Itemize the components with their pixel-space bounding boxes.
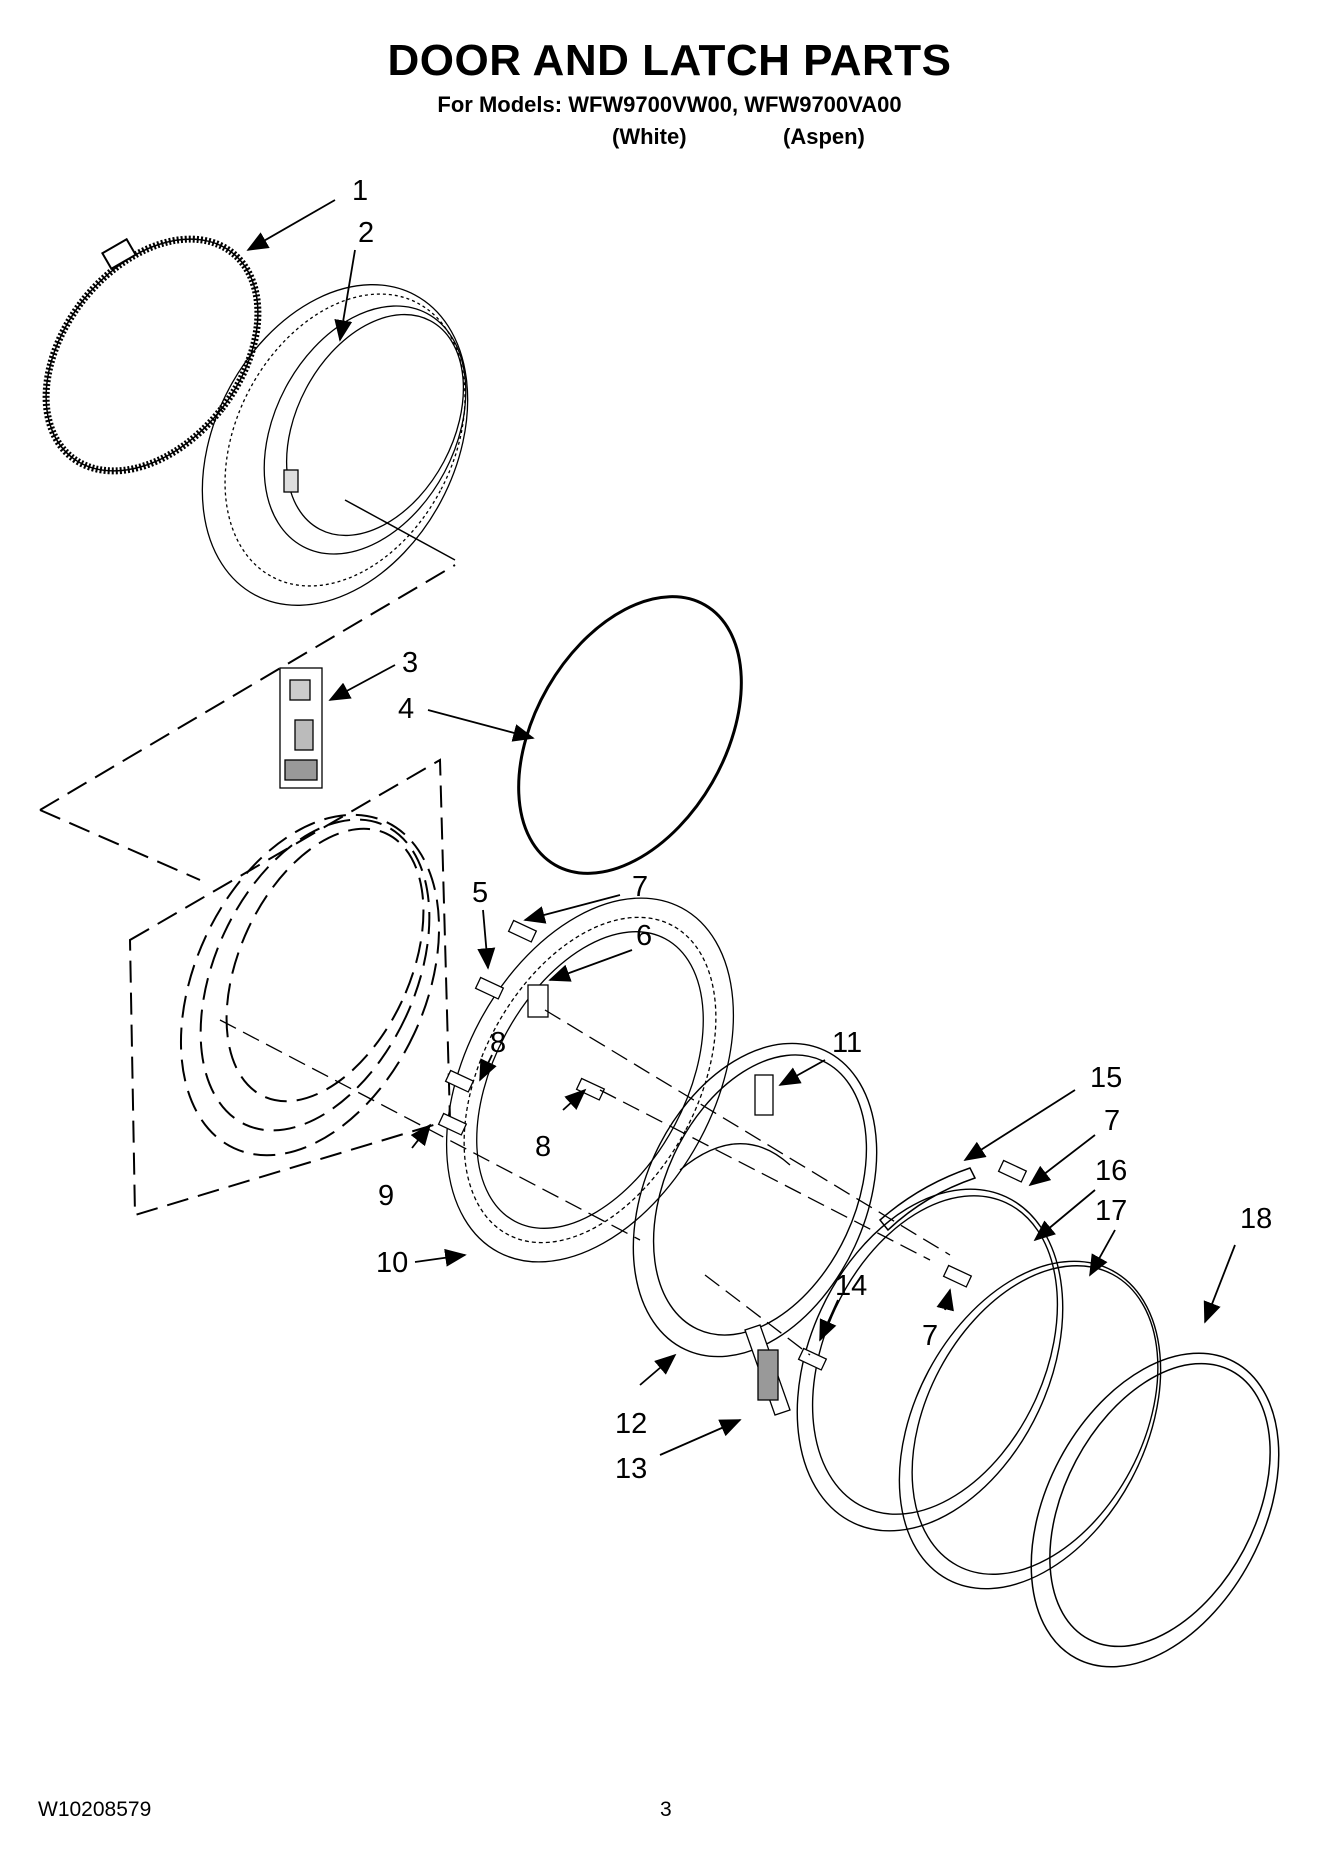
callout-7-top: 7 [632, 871, 648, 903]
part-1-clamp-ring [42, 235, 262, 475]
callout-4: 4 [398, 693, 414, 725]
part-4-door-seal [517, 595, 743, 875]
callout-8-center: 8 [535, 1131, 551, 1163]
callout-11: 11 [832, 1027, 862, 1059]
callout-13: 13 [615, 1453, 647, 1485]
leader-arrows [246, 199, 1236, 1456]
callout-8-left: 8 [490, 1027, 506, 1059]
part-13-handle [744, 1324, 791, 1416]
screw-set [437, 919, 1028, 1371]
callout-6: 6 [636, 920, 652, 952]
callout-10: 10 [376, 1247, 408, 1279]
variant-aspen: (Aspen) [783, 124, 865, 149]
page-title: DOOR AND LATCH PARTS [387, 36, 952, 85]
callout-7-right: 7 [1104, 1105, 1120, 1137]
variant-white: (White) [612, 124, 687, 149]
part-11-strike [754, 1074, 774, 1116]
callout-18: 18 [1240, 1203, 1272, 1235]
models-line: For Models: WFW9700VW00, WFW9700VA00 [437, 92, 902, 117]
page-number: 3 [660, 1798, 672, 1821]
callout-1: 1 [352, 175, 368, 207]
part-6-bracket [527, 984, 549, 1018]
callout-7-lower: 7 [922, 1320, 938, 1352]
part-3-latch [279, 667, 323, 789]
callout-12: 12 [615, 1408, 647, 1440]
document-number: W10208579 [38, 1798, 152, 1821]
part-17-trim [898, 1260, 1162, 1590]
callout-9: 9 [378, 1180, 394, 1212]
callout-16: 16 [1095, 1155, 1127, 1187]
part-12-door-glass [632, 1042, 878, 1358]
callout-17: 17 [1095, 1195, 1127, 1227]
callout-14: 14 [835, 1270, 867, 1302]
front-panel-outline [39, 564, 456, 1217]
part-10-inner-door [445, 897, 735, 1263]
guide-lines [219, 1009, 951, 1356]
callout-5: 5 [472, 877, 488, 909]
part-2-bellow [201, 284, 469, 606]
callout-15: 15 [1090, 1062, 1122, 1094]
callout-3: 3 [402, 647, 418, 679]
callout-2: 2 [358, 217, 374, 249]
part-15-hinge [878, 1167, 977, 1232]
part-18-front-cover [1030, 1352, 1280, 1668]
part-16-outer-door [796, 1188, 1064, 1532]
